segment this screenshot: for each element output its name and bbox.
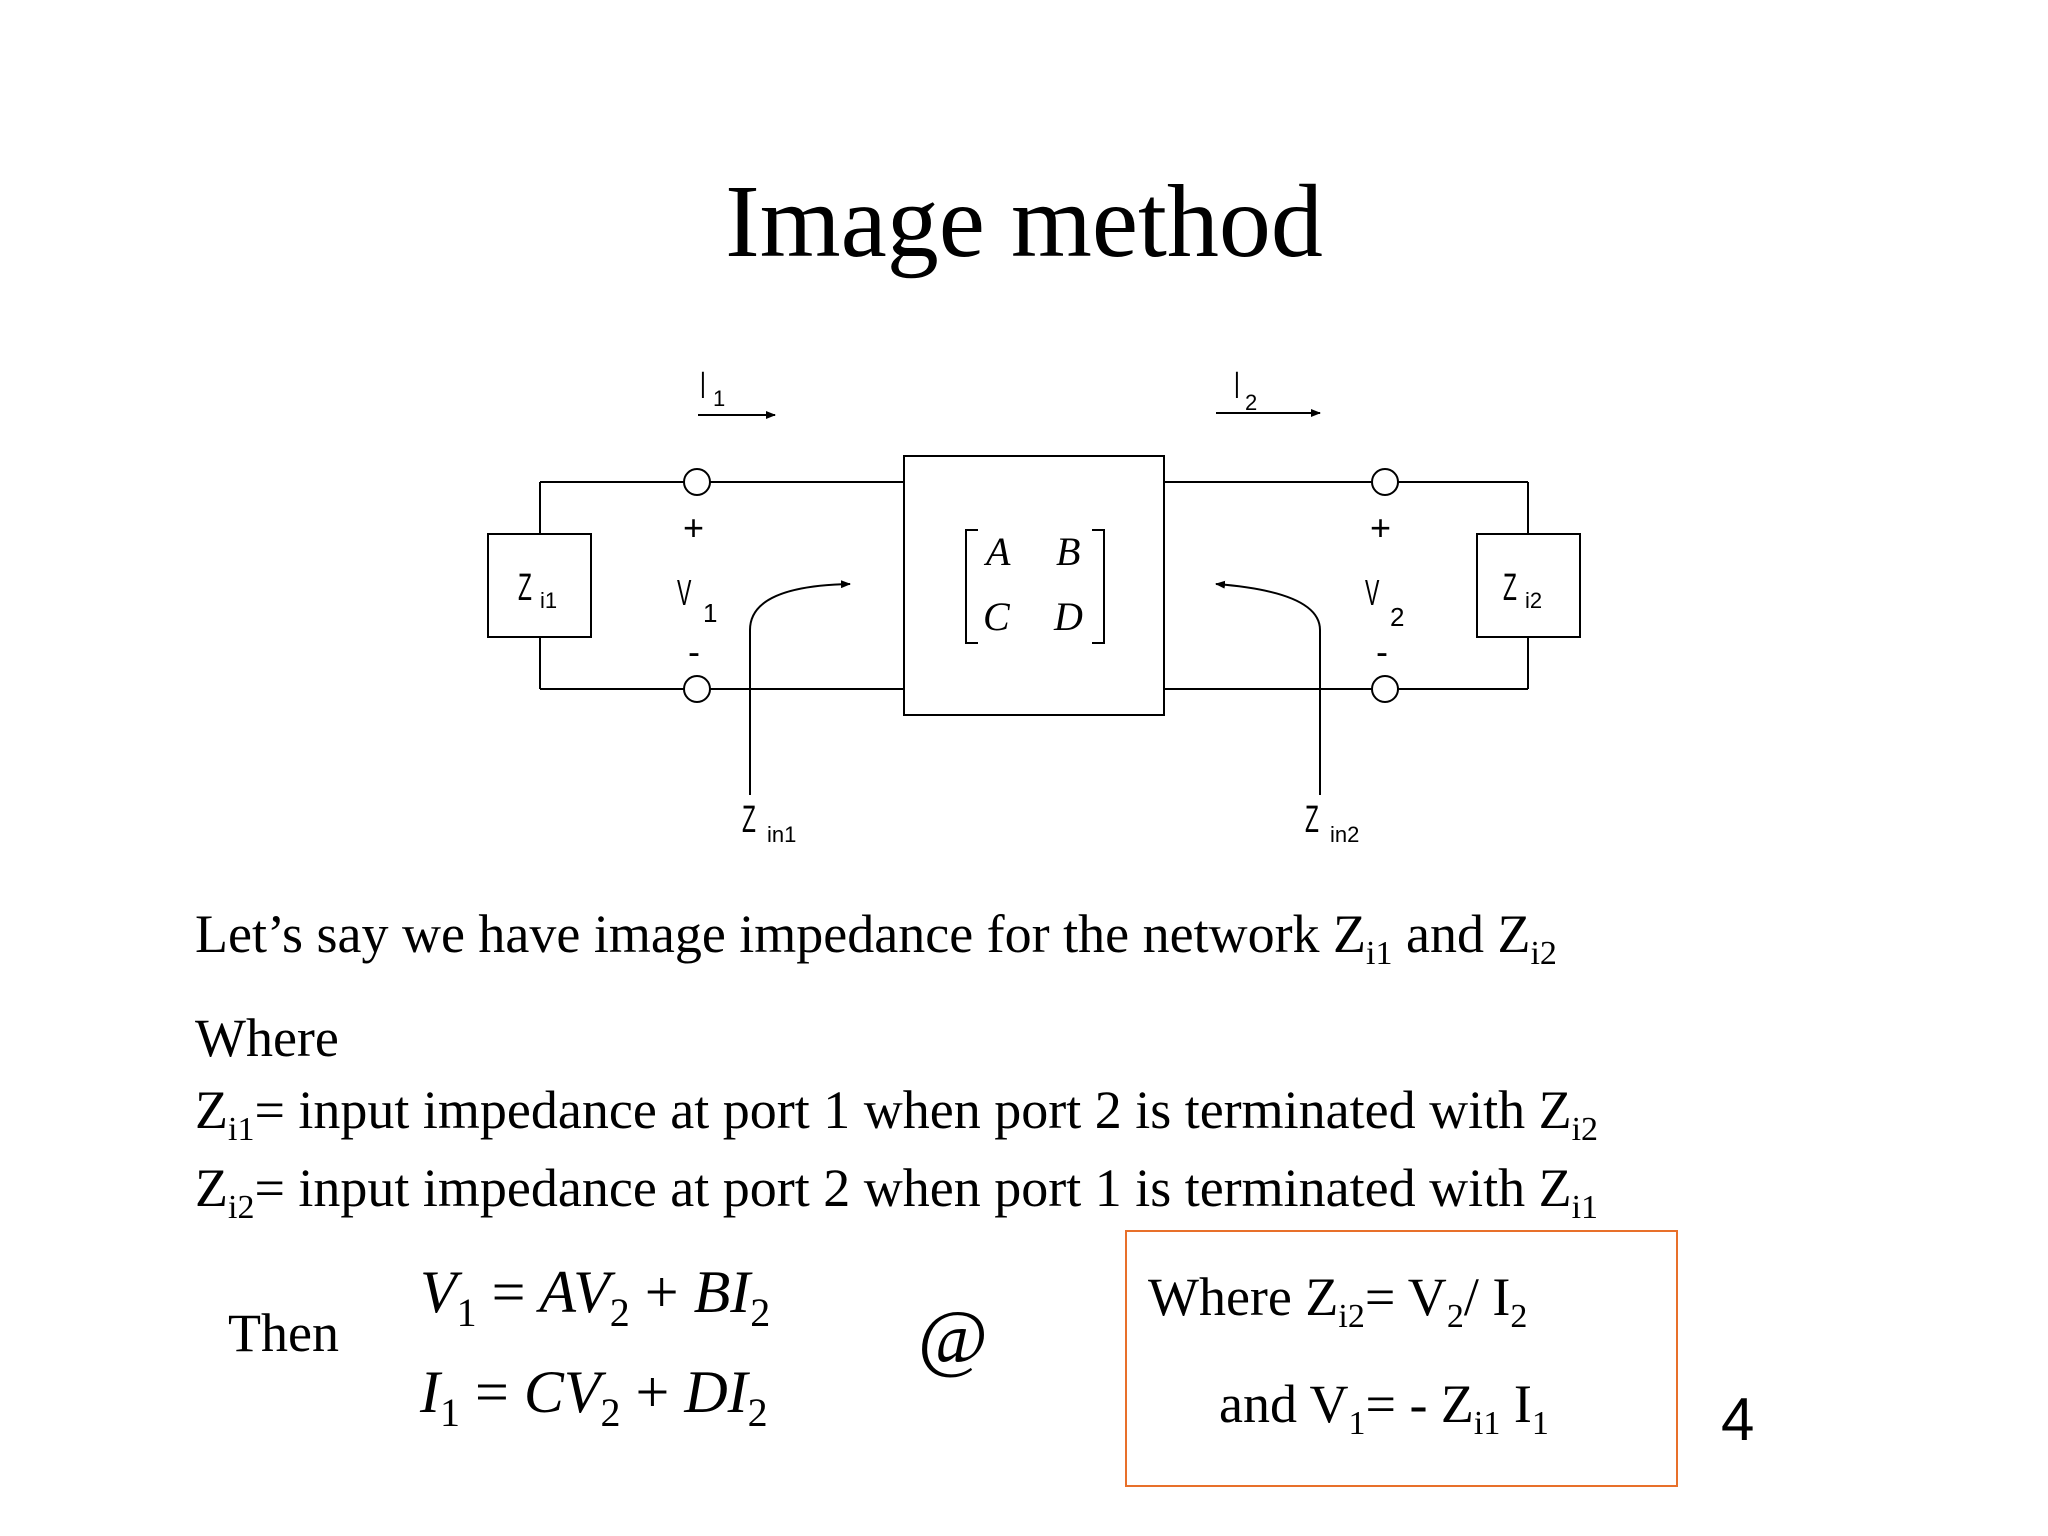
equation-v1: V1 = AV2 + BI2	[420, 1262, 770, 1333]
condition-box: Where Zi2= V2/ I2 and V1= - Zi1 I1	[1125, 1230, 1678, 1487]
cond2-post: I	[1500, 1374, 1532, 1434]
eq1-plus: +	[644, 1259, 679, 1325]
def1-end-sub: i2	[1571, 1111, 1599, 1148]
zin1-arrow	[749, 580, 851, 795]
terminal-port2-bottom	[1371, 675, 1399, 703]
voltage-label-port1: V	[677, 573, 692, 613]
load-box-port1	[487, 533, 592, 638]
equation-i1: I1 = CV2 + DI2	[420, 1362, 768, 1433]
slide-title: Image method	[725, 164, 1323, 279]
eq2-equals: =	[474, 1359, 509, 1425]
cond1-sub-zi2: i2	[1338, 1298, 1365, 1335]
def1-z-sub: i1	[228, 1111, 255, 1148]
zin2-arrow	[1215, 580, 1321, 795]
eq1-term2-sub: 2	[750, 1290, 771, 1335]
definition-zi2: Zi2= input impedance at port 2 when port…	[195, 1161, 1598, 1225]
def1-z: Z	[195, 1080, 228, 1140]
cond2-sub-i1: 1	[1531, 1405, 1549, 1442]
eq2-term1-sub: 2	[600, 1390, 621, 1435]
cond2-pre: and V	[1219, 1374, 1349, 1434]
eq2-lhs-sub: 1	[439, 1390, 460, 1435]
condition-line-1: Where Zi2= V2/ I2	[1148, 1270, 1527, 1334]
load-sub-port1: i1	[540, 588, 557, 613]
voltage-sub-port2: 2	[1390, 602, 1404, 632]
matrix-b: B	[1056, 529, 1080, 574]
condition-line-2: and V1= - Zi1 I1	[1219, 1377, 1549, 1441]
page-number: 4	[1721, 1386, 1755, 1453]
terminal-port2-top	[1371, 468, 1399, 496]
zin2-label: Z	[1305, 798, 1319, 840]
eq1-equals: =	[491, 1259, 526, 1325]
load-sub-port2: i2	[1525, 588, 1542, 613]
plus-port2: +	[1370, 507, 1391, 548]
matrix-a: A	[983, 529, 1011, 574]
cond1-mid: = V	[1364, 1267, 1447, 1327]
eq1-term2: BI	[693, 1259, 751, 1325]
definition-zi1: Zi1= input impedance at port 1 when port…	[195, 1083, 1598, 1147]
where-label: Where	[195, 1008, 339, 1068]
matrix-bracket-left	[965, 529, 978, 644]
zin1-sub: in1	[767, 822, 796, 847]
load-label-port2: Z	[1503, 566, 1517, 608]
current-label-port1: I	[700, 365, 706, 407]
cond1-sub-i2: 2	[1510, 1298, 1528, 1335]
def2-text: = input impedance at port 2 when port 1 …	[254, 1158, 1572, 1218]
current-label-port2: I	[1234, 365, 1240, 407]
def2-end-sub: i1	[1571, 1189, 1599, 1226]
cond2-mid: = - Z	[1365, 1374, 1474, 1434]
eq2-term2: DI	[684, 1359, 748, 1425]
zin1-label: Z	[742, 798, 756, 840]
plus-port1: +	[683, 507, 704, 548]
current-sub-port1: 1	[713, 386, 725, 411]
intro-sub-zi1: i1	[1366, 935, 1393, 972]
at-symbol: @	[918, 1296, 988, 1380]
current-sub-port2: 2	[1245, 390, 1257, 415]
intro-sub-zi2: i2	[1530, 935, 1557, 972]
eq2-lhs: I	[420, 1359, 440, 1425]
def2-z: Z	[195, 1158, 228, 1218]
then-label: Then	[228, 1303, 339, 1363]
terminal-port1-top	[683, 468, 711, 496]
matrix-bracket-right	[1092, 529, 1105, 644]
abcd-network-box	[903, 455, 1165, 716]
cond2-sub-v1: 1	[1348, 1405, 1366, 1442]
eq1-lhs: V	[420, 1259, 457, 1325]
cond2-sub-zi1: i1	[1473, 1405, 1501, 1442]
zin2-sub: in2	[1330, 822, 1359, 847]
eq1-term1-sub: 2	[609, 1290, 630, 1335]
terminal-port1-bottom	[683, 675, 711, 703]
cond1-sub-v2: 2	[1446, 1298, 1464, 1335]
minus-port1: -	[688, 631, 700, 672]
load-label-port1: Z	[518, 566, 532, 608]
minus-port2: -	[1376, 631, 1388, 672]
def2-z-sub: i2	[228, 1189, 255, 1226]
eq2-plus: +	[635, 1359, 670, 1425]
intro-line: Let’s say we have image impedance for th…	[195, 907, 1557, 971]
cond1-post: / I	[1463, 1267, 1511, 1327]
eq1-lhs-sub: 1	[456, 1290, 477, 1335]
matrix-c: C	[983, 594, 1011, 639]
def1-text: = input impedance at port 1 when port 2 …	[254, 1080, 1572, 1140]
eq2-term1: CV	[523, 1359, 601, 1425]
cond1-pre: Where Z	[1148, 1267, 1339, 1327]
eq2-term2-sub: 2	[747, 1390, 768, 1435]
intro-text: Let’s say we have image impedance for th…	[195, 904, 1367, 964]
voltage-sub-port1: 1	[703, 598, 717, 628]
eq1-term1: AV	[539, 1259, 610, 1325]
matrix-d: D	[1053, 594, 1083, 639]
load-box-port2	[1476, 533, 1581, 638]
voltage-label-port2: V	[1365, 573, 1380, 613]
intro-and: and Z	[1392, 904, 1531, 964]
two-port-diagram: I 1 I 2 + V 1 - + V 2 - Z i1 Z i2 Z in1 …	[487, 365, 1581, 847]
